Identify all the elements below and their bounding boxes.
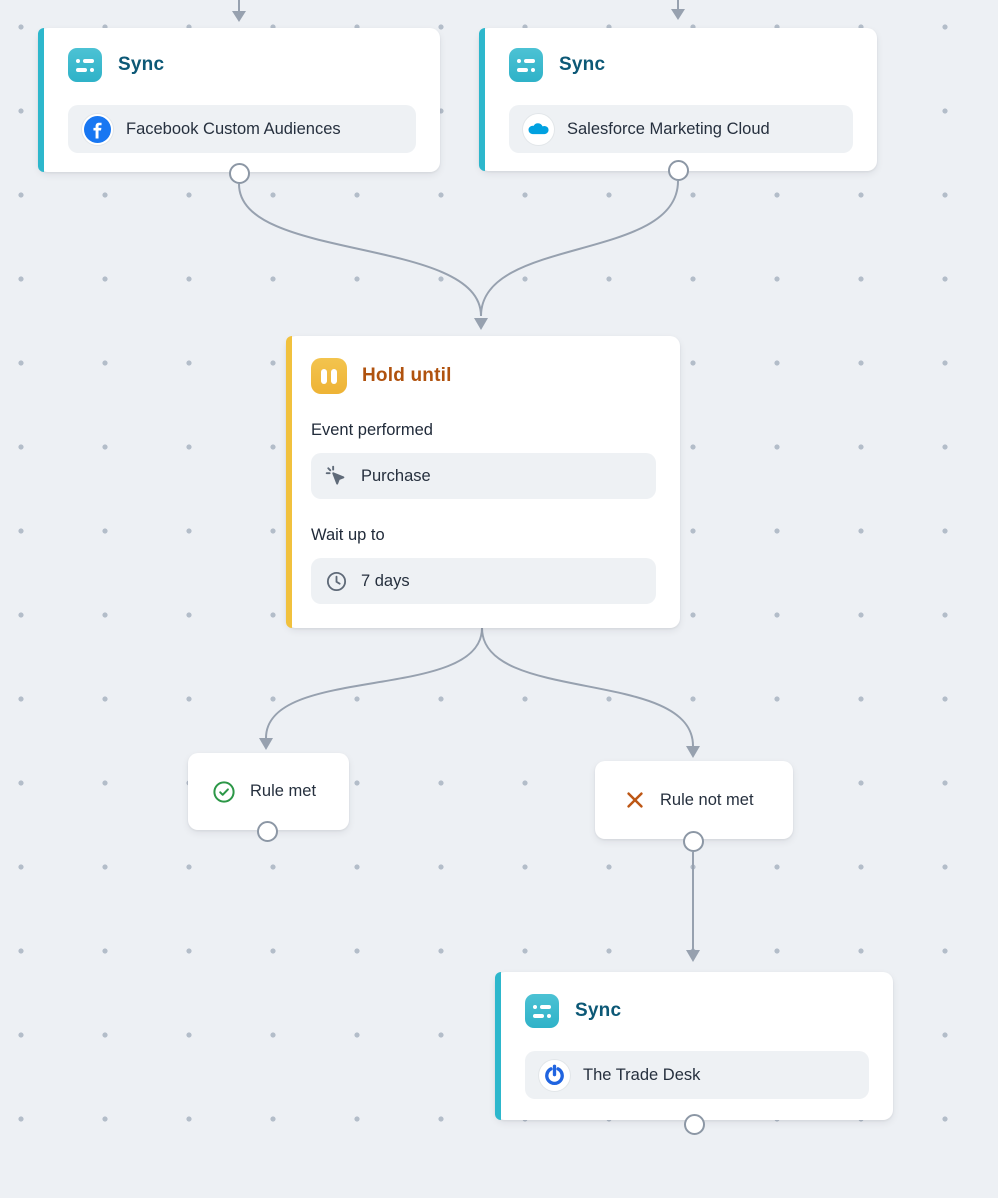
event-performed-label: Event performed [311,421,433,439]
check-circle-icon [212,780,236,804]
node-title: Sync [575,1000,622,1021]
destination-pill-facebook[interactable]: Facebook Custom Audiences [68,105,416,153]
wait-value: 7 days [361,571,410,590]
edge-hold-to-rule-met [265,627,483,739]
event-pill[interactable]: Purchase [311,453,656,499]
node-title: Hold until [362,365,452,386]
node-sync-facebook[interactable]: Sync Facebook Custom Audiences [38,28,440,172]
connector-handle-rule-not-met[interactable] [682,830,704,852]
wait-pill[interactable]: 7 days [311,558,656,604]
node-header: Sync [525,994,869,1028]
node-title: Sync [559,54,606,75]
facebook-icon [82,113,113,145]
rule-not-met-label: Rule not met [660,790,754,809]
arrowhead-icon [259,738,273,750]
destination-pill-salesforce[interactable]: Salesforce Marketing Cloud [509,105,853,153]
node-header: Hold until [311,358,656,394]
node-sync-tradedesk[interactable]: Sync The Trade Desk [495,972,893,1120]
edge-facebook-to-hold [238,183,482,317]
node-title: Sync [118,54,165,75]
node-header: Sync [68,48,416,82]
node-sync-salesforce[interactable]: Sync Salesforce Marketing Cloud [479,28,877,171]
mouse-click-icon [325,465,348,488]
edge-salesforce-to-hold [480,180,679,317]
wait-up-to-label: Wait up to [311,526,385,544]
connector-handle-salesforce[interactable] [667,159,689,181]
edge-hold-to-rule-not-met [481,627,694,747]
node-rule-not-met[interactable]: Rule not met [595,761,793,839]
x-icon [624,789,646,811]
sync-accent-bar [479,28,485,171]
rule-met-label: Rule met [250,782,317,800]
sync-icon [509,48,543,82]
sync-accent-bar [495,972,501,1120]
event-value: Purchase [361,466,431,485]
destination-label: Facebook Custom Audiences [126,119,341,138]
destination-pill-tradedesk[interactable]: The Trade Desk [525,1051,869,1099]
node-hold-until[interactable]: Hold until Event performed Purchase Wait… [286,336,680,628]
pause-icon [311,358,347,394]
node-rule-met[interactable]: Rule met [188,753,349,830]
connector-handle-facebook[interactable] [228,162,250,184]
clock-icon [325,570,348,593]
arrowhead-icon [232,11,246,22]
arrowhead-icon [686,746,700,758]
destination-label: Salesforce Marketing Cloud [567,119,770,138]
salesforce-cloud-icon [523,113,554,145]
arrowhead-icon [474,318,488,330]
sync-icon [525,994,559,1028]
arrowhead-icon [671,9,685,20]
sync-icon [68,48,102,82]
power-icon [539,1059,570,1091]
destination-label: The Trade Desk [583,1065,701,1084]
arrowhead-icon [686,950,700,962]
sync-accent-bar [38,28,44,172]
connector-handle-rule-met[interactable] [256,820,278,842]
node-header: Sync [509,48,853,82]
connector-handle-tradedesk[interactable] [683,1113,705,1135]
hold-accent-bar [286,336,292,628]
